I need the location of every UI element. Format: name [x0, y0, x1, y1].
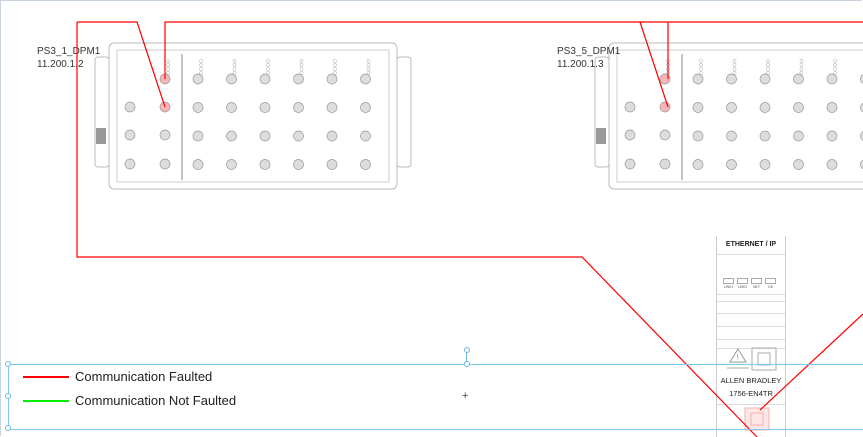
io-port[interactable]	[124, 129, 136, 141]
io-port[interactable]	[826, 159, 838, 170]
io-port[interactable]	[159, 101, 171, 113]
led-net: NET	[751, 278, 762, 289]
device-name: PS3_1_DPM1	[37, 46, 101, 57]
io-port[interactable]	[326, 102, 338, 113]
io-port[interactable]	[793, 73, 804, 85]
io-port[interactable]	[624, 158, 636, 170]
io-port[interactable]	[793, 102, 804, 113]
io-port[interactable]	[759, 102, 771, 113]
io-port[interactable]	[124, 101, 136, 113]
io-port[interactable]	[293, 102, 304, 113]
io-block-device[interactable]	[94, 42, 412, 190]
rotate-handle[interactable]	[464, 347, 470, 353]
io-port[interactable]	[726, 159, 737, 170]
io-port[interactable]	[726, 73, 737, 85]
io-port[interactable]	[692, 73, 704, 85]
io-port[interactable]	[659, 73, 671, 85]
device-name: PS3_5_DPM1	[557, 46, 621, 57]
io-port[interactable]	[826, 73, 838, 85]
io-port[interactable]	[192, 102, 204, 113]
io-port[interactable]	[293, 130, 304, 142]
io-port[interactable]	[692, 130, 704, 142]
red-line-swatch	[23, 375, 69, 378]
io-port[interactable]	[159, 129, 171, 141]
led-ok: OK	[765, 278, 776, 289]
resize-handle[interactable]	[5, 425, 11, 431]
legend-item-not-faulted: Communication Not Faulted	[23, 393, 236, 408]
device-ip: 11.200.1.2	[37, 59, 84, 70]
io-port[interactable]	[326, 159, 338, 170]
io-port[interactable]	[192, 159, 204, 170]
io-block-device[interactable]	[594, 42, 863, 190]
svg-text:!: !	[737, 353, 739, 362]
resize-handle[interactable]	[5, 361, 11, 367]
io-port[interactable]	[360, 130, 371, 142]
io-port[interactable]	[192, 73, 204, 85]
io-port[interactable]	[326, 130, 338, 142]
io-port[interactable]	[226, 73, 237, 85]
io-port[interactable]	[326, 73, 338, 85]
legend-box[interactable]: Communication Faulted Communication Not …	[8, 364, 863, 430]
module-leds: LINK1 LINK2 NET OK	[723, 278, 776, 289]
io-port[interactable]	[726, 130, 737, 142]
io-port[interactable]	[793, 130, 804, 142]
io-port[interactable]	[659, 101, 671, 113]
io-port[interactable]	[624, 101, 636, 113]
io-port[interactable]	[159, 158, 171, 170]
io-port[interactable]	[226, 159, 237, 170]
io-port[interactable]	[259, 159, 271, 170]
io-port[interactable]	[293, 73, 304, 85]
io-port[interactable]	[226, 102, 237, 113]
io-port[interactable]	[360, 159, 371, 170]
io-port[interactable]	[860, 131, 863, 141]
led-link2: LINK2	[737, 278, 748, 289]
io-port[interactable]	[293, 159, 304, 170]
move-cursor-icon: +	[462, 390, 469, 402]
io-port[interactable]	[124, 158, 136, 170]
io-port[interactable]	[793, 159, 804, 170]
io-port[interactable]	[759, 73, 771, 85]
module-title: ETHERNET / IP	[725, 241, 777, 248]
green-line-swatch	[23, 399, 69, 402]
io-port[interactable]	[860, 102, 863, 113]
legend-item-faulted: Communication Faulted	[23, 369, 212, 384]
io-port[interactable]	[159, 73, 171, 85]
io-port[interactable]	[826, 102, 838, 113]
io-port[interactable]	[259, 130, 271, 142]
io-port[interactable]	[692, 102, 704, 113]
io-port[interactable]	[860, 159, 863, 170]
io-port[interactable]	[726, 102, 737, 113]
device-label-1[interactable]: PS3_1_DPM1 11.200.1.2	[37, 45, 100, 71]
resize-handle[interactable]	[5, 393, 11, 399]
io-port[interactable]	[759, 130, 771, 142]
io-port[interactable]	[759, 159, 771, 170]
io-port[interactable]	[624, 129, 636, 141]
led-link1: LINK1	[723, 278, 734, 289]
io-port[interactable]	[826, 130, 838, 142]
io-port[interactable]	[659, 158, 671, 170]
device-label-2[interactable]: PS3_5_DPM1 11.200.1.3	[557, 45, 620, 71]
io-port[interactable]	[259, 102, 271, 113]
rotate-stem	[466, 352, 467, 362]
io-port[interactable]	[226, 130, 237, 142]
io-port[interactable]	[659, 129, 671, 141]
io-port[interactable]	[692, 159, 704, 170]
io-port[interactable]	[192, 130, 204, 142]
resize-handle[interactable]	[464, 361, 470, 367]
io-port[interactable]	[360, 102, 371, 113]
device-ip: 11.200.1.3	[557, 59, 604, 70]
io-port[interactable]	[259, 73, 271, 85]
io-port[interactable]	[360, 73, 371, 85]
